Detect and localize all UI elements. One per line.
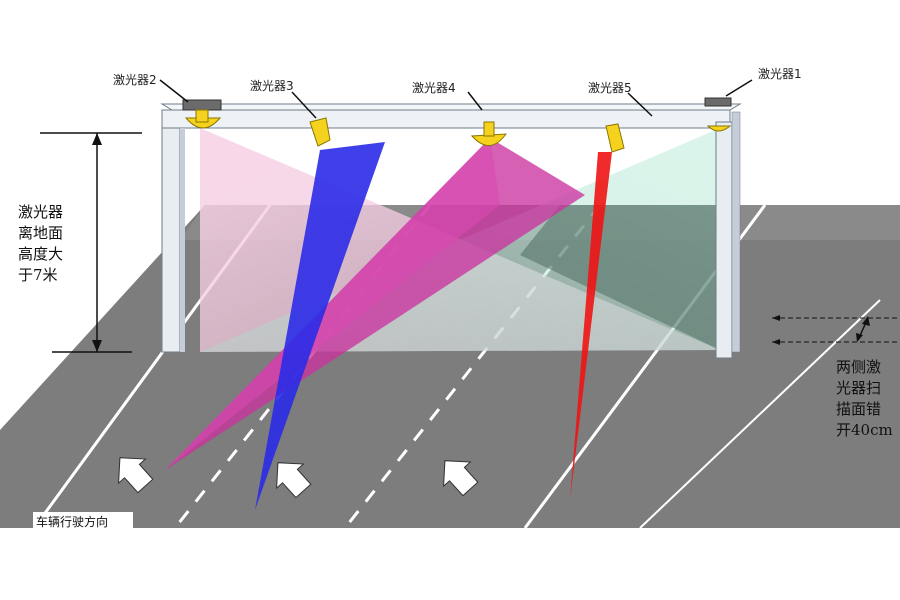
offset-note-line-3: 描面错 <box>836 400 881 418</box>
laser3-beam <box>255 142 385 510</box>
laser4-beam-inner <box>165 138 500 470</box>
laser5-unit <box>605 123 625 153</box>
gantry-post-right <box>715 121 733 359</box>
laser1-unit <box>704 97 732 132</box>
gantry-post-left-side <box>180 128 185 352</box>
laser5-beam <box>570 152 612 500</box>
height-note-line-3: 高度大 <box>18 245 63 263</box>
laser2-unit <box>182 99 222 129</box>
road-edge-right <box>639 299 881 529</box>
laser3-unit <box>309 117 331 147</box>
laser1-leader <box>725 79 753 97</box>
gantry <box>160 103 742 359</box>
laser2-leader <box>159 79 189 103</box>
laser3-leader <box>291 91 317 119</box>
laser5-leader <box>627 92 653 117</box>
direction-label: 车辆行驶方向 <box>36 514 108 529</box>
gantry-post-left <box>161 127 181 353</box>
height-note-line-4: 于7米 <box>18 266 58 284</box>
offset-dimension <box>772 315 900 345</box>
laser2-label: 激光器2 <box>113 73 157 87</box>
gantry-beam-top <box>160 103 742 111</box>
lane-arrow-2 <box>276 462 312 499</box>
height-dimension <box>40 132 142 353</box>
offset-note-line-4: 开40cm <box>836 421 893 439</box>
gantry-post-right-side <box>731 111 741 353</box>
laser4-leader <box>467 91 483 111</box>
laser5-label: 激光器5 <box>588 81 632 95</box>
laser4-label: 激光器4 <box>412 81 456 95</box>
lane-arrow-1 <box>118 457 154 494</box>
laser4-unit <box>470 121 508 146</box>
direction-label-box <box>33 512 133 530</box>
laser1-label: 激光器1 <box>758 67 802 81</box>
scan-overlap-dark <box>520 205 720 350</box>
height-note-line-2: 离地面 <box>18 224 63 242</box>
lane-line-dashed-1 <box>173 204 432 529</box>
lane-line-dashed-2 <box>343 204 602 529</box>
height-note-line-1: 激光器 <box>18 203 63 221</box>
height-note: 激光器 离地面 高度大 于7米 <box>18 203 63 284</box>
laser4-beam <box>165 138 585 470</box>
lane-arrow-3 <box>443 460 479 497</box>
offset-note-line-2: 光器扫 <box>836 379 881 397</box>
gantry-beam-front <box>161 109 731 129</box>
offset-note-line-1: 两侧激 <box>836 358 881 376</box>
offset-note: 两侧激 光器扫 描面错 开40cm <box>836 358 893 439</box>
laser3-label: 激光器3 <box>250 79 294 93</box>
